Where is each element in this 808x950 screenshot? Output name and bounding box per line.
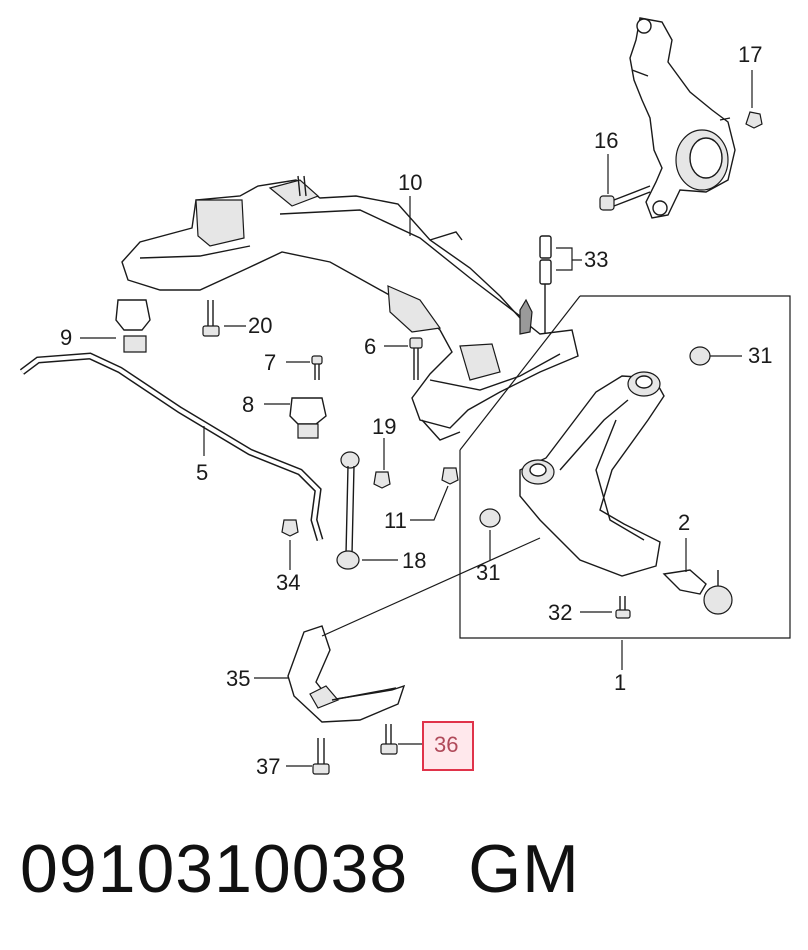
callout-17: 17: [738, 42, 762, 67]
callout-6: 6: [364, 334, 376, 359]
callout-33: 33: [584, 247, 608, 272]
part-31-bushing-upper: [689, 346, 711, 366]
callout-11: 11: [384, 508, 407, 533]
callout-37: 37: [256, 754, 280, 779]
part-31-bushing-lower: [479, 508, 501, 528]
part-5-stabilizer-bar: [19, 352, 324, 542]
part-2-ball-joint: [662, 569, 733, 615]
callout-10: 10: [398, 170, 422, 195]
part-33-bushings: [539, 235, 552, 334]
callout-2: 2: [678, 510, 690, 535]
callout-19: 19: [372, 414, 396, 439]
part-36-bolt: [380, 724, 398, 755]
callout-labels: 17 16 10 33 20 9 6 7 31 8 19 5 11 2 18 3…: [60, 42, 772, 779]
part-8-clamp: [289, 397, 327, 439]
part-10-crossmember: [121, 175, 579, 441]
part-9-stabilizer-bushing: [115, 299, 151, 353]
part-32-bolt: [615, 596, 631, 619]
callout-31-upper: 31: [748, 343, 772, 368]
part-37-bolt: [312, 738, 330, 775]
part-1-lower-arm-box: [459, 295, 791, 639]
callout-18: 18: [402, 548, 426, 573]
callout-8: 8: [242, 392, 254, 417]
callout-16: 16: [594, 128, 618, 153]
brand-name: GM: [468, 831, 580, 907]
callout-31-lower: 31: [476, 560, 500, 585]
part-number: 0910310038: [20, 831, 409, 907]
callout-9: 9: [60, 325, 72, 350]
callout-5: 5: [196, 460, 208, 485]
steering-knuckle: [629, 17, 736, 219]
exploded-parts-diagram: 17 16 10 33 20 9 6 7 31 8 19 5 11 2 18 3…: [19, 17, 791, 779]
callout-34: 34: [276, 570, 300, 595]
part-number-footer: 0910310038 GM: [20, 830, 580, 908]
part-7-bolt: [311, 355, 323, 380]
part-11-nut: [441, 467, 459, 485]
highlight-box-36: [422, 721, 474, 771]
callout-20: 20: [248, 313, 272, 338]
callout-35: 35: [226, 666, 250, 691]
lower-control-arm: [519, 371, 665, 577]
part-17-nut: [745, 111, 763, 129]
callout-36: 36: [434, 732, 458, 757]
part-35-bracket: [287, 537, 541, 723]
leader-lines: [80, 70, 753, 767]
callout-1: 1: [614, 670, 626, 695]
part-20-bolt: [202, 300, 220, 337]
part-6-bolt: [409, 337, 423, 380]
part-19-nut: [373, 471, 391, 489]
callout-7: 7: [264, 350, 276, 375]
callout-32: 32: [548, 600, 572, 625]
part-34-nut: [281, 519, 299, 537]
part-18-stabilizer-link: [336, 451, 360, 570]
part-16-bolt: [599, 185, 651, 211]
